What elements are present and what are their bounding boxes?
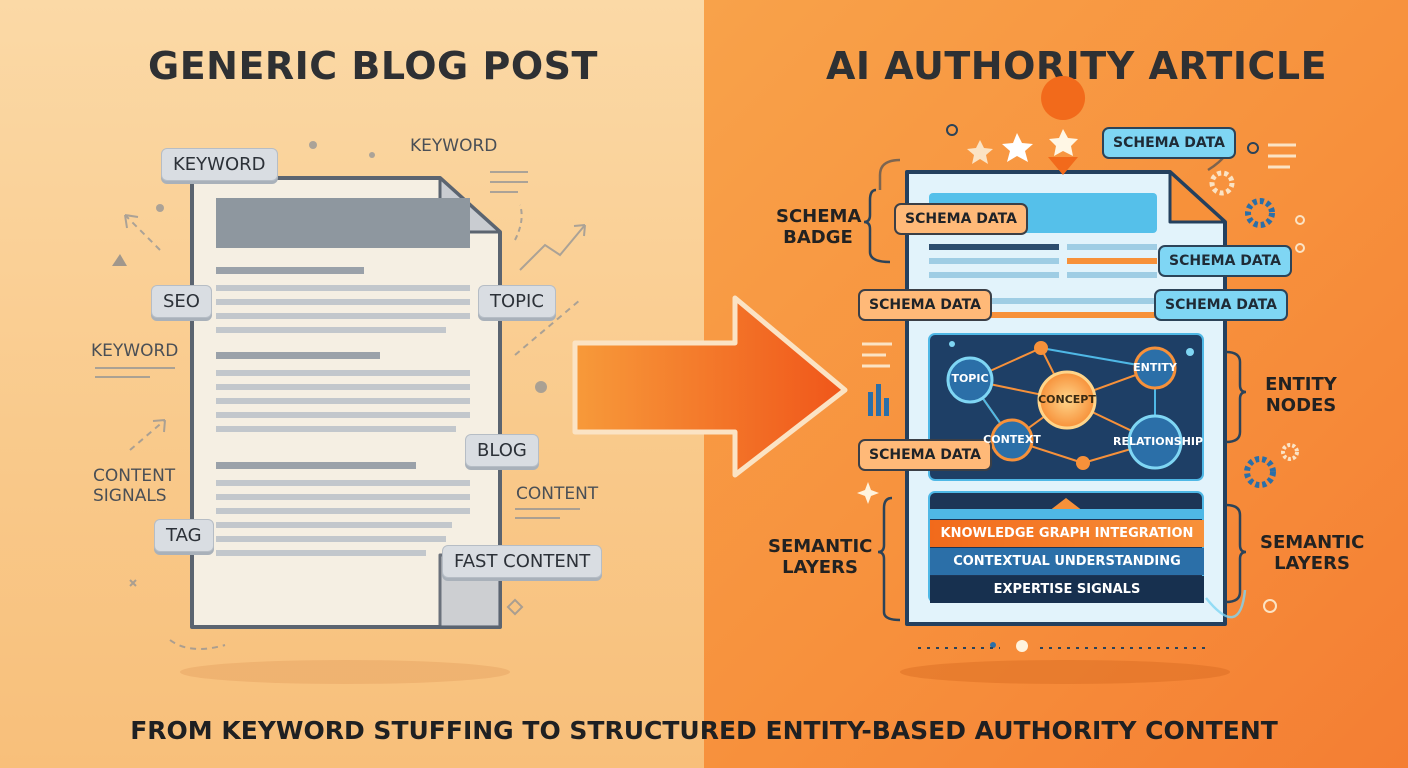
schema-tag-left-1: SCHEMA DATA [858,289,992,321]
chip-fast-content: FAST CONTENT [442,545,603,578]
chip-topic: TOPIC [478,285,556,318]
float-keyword-top: KEYWORD [410,136,498,156]
node-relationship: RELATIONSHIP [1113,435,1204,448]
right-doc-shadow [900,660,1230,684]
layer-expertise-signals: EXPERTISE SIGNALS [930,576,1204,603]
left-doc-shadow [180,660,510,684]
layer-contextual-understanding: CONTEXTUAL UNDERSTANDING [930,548,1204,575]
chip-keyword: KEYWORD [161,148,278,181]
float-keyword-left: KEYWORD [91,341,179,361]
node-concept: CONCEPT [1038,393,1096,406]
left-title: GENERIC BLOG POST [148,44,598,88]
generic-document [190,176,502,629]
chip-blog: BLOG [465,434,539,467]
label-entity-nodes: ENTITY NODES [1265,374,1337,416]
layer-knowledge-graph: KNOWLEDGE GRAPH INTEGRATION [930,520,1204,547]
label-semantic-layers-left: SEMANTIC LAYERS [768,536,873,578]
node-context: CONTEXT [983,433,1041,446]
chip-tag: TAG [154,519,214,552]
chip-seo: SEO [151,285,212,318]
schema-tag-right-1: SCHEMA DATA [1158,245,1292,277]
schema-tag-left-2: SCHEMA DATA [858,439,992,471]
entity-node-markers [946,341,1194,470]
left-decorations [95,141,586,650]
right-decorations [857,76,1305,652]
label-semantic-layers-right: SEMANTIC LAYERS [1260,532,1365,574]
schema-tag-header: SCHEMA DATA [894,203,1028,235]
transformation-arrow [572,295,848,478]
footer-caption: FROM KEYWORD STUFFING TO STRUCTURED ENTI… [130,716,1278,745]
schema-tag-right-2: SCHEMA DATA [1154,289,1288,321]
node-entity: ENTITY [1133,361,1177,374]
float-content-signals: CONTENT SIGNALS [93,466,176,506]
float-content: CONTENT [516,484,599,504]
schema-tag-top: SCHEMA DATA [1102,127,1236,159]
label-schema-badge: SCHEMA BADGE [776,206,862,248]
node-topic: TOPIC [951,372,989,385]
